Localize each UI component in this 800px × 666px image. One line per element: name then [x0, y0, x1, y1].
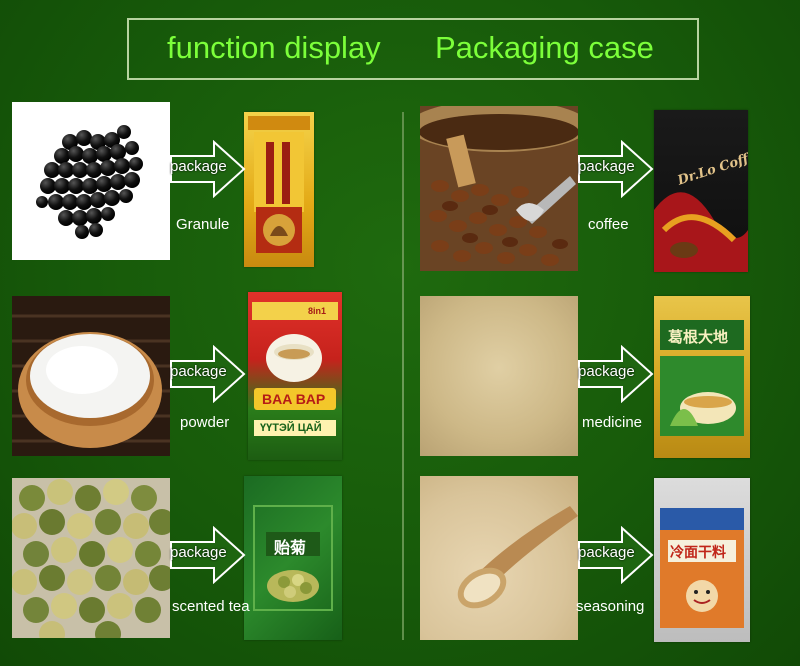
right-arrow-icon	[578, 345, 654, 403]
arrow-label-package: package	[170, 158, 227, 175]
granule-package	[244, 112, 314, 267]
header-frame	[127, 18, 699, 80]
seasoning-photo	[420, 476, 578, 640]
right-arrow-icon	[578, 526, 654, 584]
arrow-label-package: package	[578, 544, 635, 561]
arrow-scented-tea: package	[170, 526, 246, 584]
label-seasoning: seasoning	[576, 598, 645, 615]
right-arrow-icon	[170, 345, 246, 403]
arrow-label-package: package	[578, 363, 635, 380]
scented-tea-package-title: 贻菊	[274, 538, 307, 557]
arrow-powder: package	[170, 345, 246, 403]
powder-package-subtitle: ҮҮТЭЙ ЦАЙ	[260, 422, 322, 434]
powder-package-title: BAA BAP	[262, 391, 326, 407]
header-title-function-display: function display	[167, 30, 381, 65]
coffee-package: Dr.Lo Coffee	[654, 110, 748, 272]
arrow-label-package: package	[170, 363, 227, 380]
powder-photo	[12, 296, 170, 456]
medicine-photo	[420, 296, 578, 456]
arrow-label-package: package	[170, 544, 227, 561]
header-title-packaging-case: Packaging case	[435, 30, 654, 65]
center-divider	[402, 112, 404, 640]
label-granule: Granule	[176, 216, 230, 233]
label-medicine: medicine	[582, 414, 643, 431]
seasoning-package-title: 冷面干料	[670, 545, 726, 561]
right-arrow-icon	[170, 526, 246, 584]
coffee-photo	[420, 106, 578, 271]
powder-package: 8in1 BAA BAP ҮҮТЭЙ ЦАЙ	[248, 292, 342, 460]
label-powder: powder	[180, 414, 230, 431]
medicine-package-title: 葛根大地	[668, 328, 729, 346]
scented-tea-photo	[12, 478, 170, 638]
seasoning-package: 冷面干料	[654, 478, 750, 642]
scented-tea-package: 贻菊	[244, 476, 342, 640]
granule-photo	[12, 102, 170, 260]
label-scented-tea: scented tea	[172, 598, 250, 615]
right-arrow-icon	[170, 140, 246, 198]
medicine-package: 葛根大地	[654, 296, 750, 458]
label-coffee: coffee	[588, 216, 629, 233]
arrow-granule: package	[170, 140, 246, 198]
powder-package-badge: 8in1	[308, 306, 327, 316]
arrow-label-package: package	[578, 158, 635, 175]
right-arrow-icon	[578, 140, 654, 198]
arrow-medicine: package	[578, 345, 654, 403]
arrow-coffee: package	[578, 140, 654, 198]
arrow-seasoning: package	[578, 526, 654, 584]
